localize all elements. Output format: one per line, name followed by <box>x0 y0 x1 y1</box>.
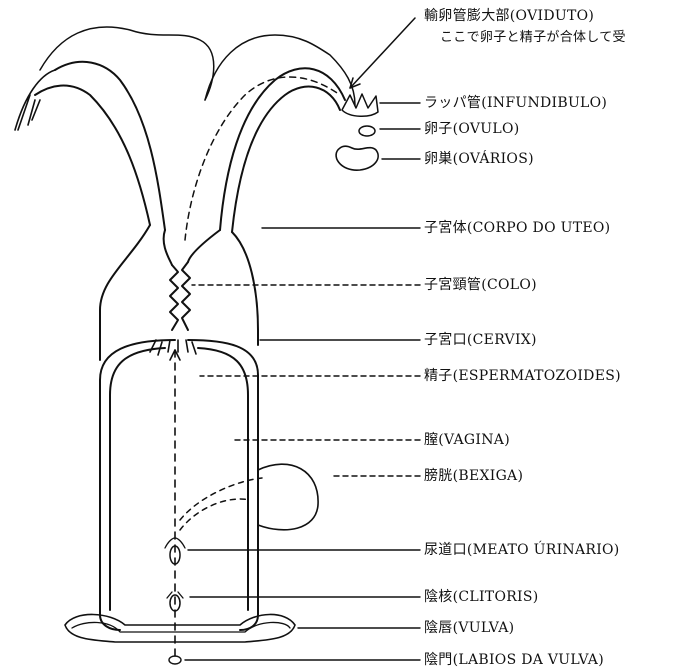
label-ovulo: 卵子(OVULO) <box>424 121 520 137</box>
bladder-shape <box>258 464 318 530</box>
uterus-inner-left <box>164 230 172 265</box>
label-labios-vulva: 陰門(LABIOS DA VULVA) <box>424 652 604 668</box>
label-colo: 子宮頸管(COLO) <box>424 277 537 293</box>
vulva-inner <box>72 622 290 632</box>
label-oviduto-note: ここで卵子と精子が合体して受 <box>440 30 626 46</box>
left-fimbriae <box>15 70 55 130</box>
label-meato-urinario: 尿道口(MEATO ÚRINARIO) <box>424 542 620 558</box>
bladder-dashed-1 <box>180 478 262 520</box>
left-fallopian-tube <box>35 86 150 225</box>
label-vulva: 陰唇(VULVA) <box>424 620 514 636</box>
label-infundibulo: ラッパ管(INFUNDIBULO) <box>424 95 607 111</box>
label-cervix: 子宮口(CERVIX) <box>424 332 537 348</box>
right-tube-outline <box>205 35 355 105</box>
colo-left-wave <box>170 265 178 330</box>
label-clitoris: 陰核(CLITORIS) <box>424 589 539 605</box>
sperm-path-upper <box>185 77 340 240</box>
pointer-oviduto <box>350 18 415 88</box>
vagina-inner-right <box>198 348 248 610</box>
bladder-dashed-2 <box>180 499 250 530</box>
ovarios-shape <box>336 146 378 170</box>
label-espermatozoides: 精子(ESPERMATOZOIDES) <box>424 368 621 384</box>
labios-opening <box>169 656 181 664</box>
label-vagina: 膣(VAGINA) <box>424 432 510 448</box>
vagina-inner-left <box>110 348 165 610</box>
label-bexiga: 膀胱(BEXIGA) <box>424 468 523 484</box>
uterus-inner-right <box>188 230 220 262</box>
uterus-left-wall <box>100 225 150 360</box>
colo-right-wave <box>182 262 190 330</box>
uterus-right-wall <box>232 232 258 345</box>
label-oviduto: 輸卵管膨大部(OVIDUTO) <box>424 8 594 24</box>
ovulo-shape <box>359 126 375 136</box>
label-corpo-uteo: 子宮体(CORPO DO UTEO) <box>424 220 610 236</box>
infundibulo-shape <box>342 94 378 116</box>
right-fallopian-tube-inner <box>232 87 340 232</box>
label-ovarios: 卵巣(OVÁRIOS) <box>424 151 534 167</box>
